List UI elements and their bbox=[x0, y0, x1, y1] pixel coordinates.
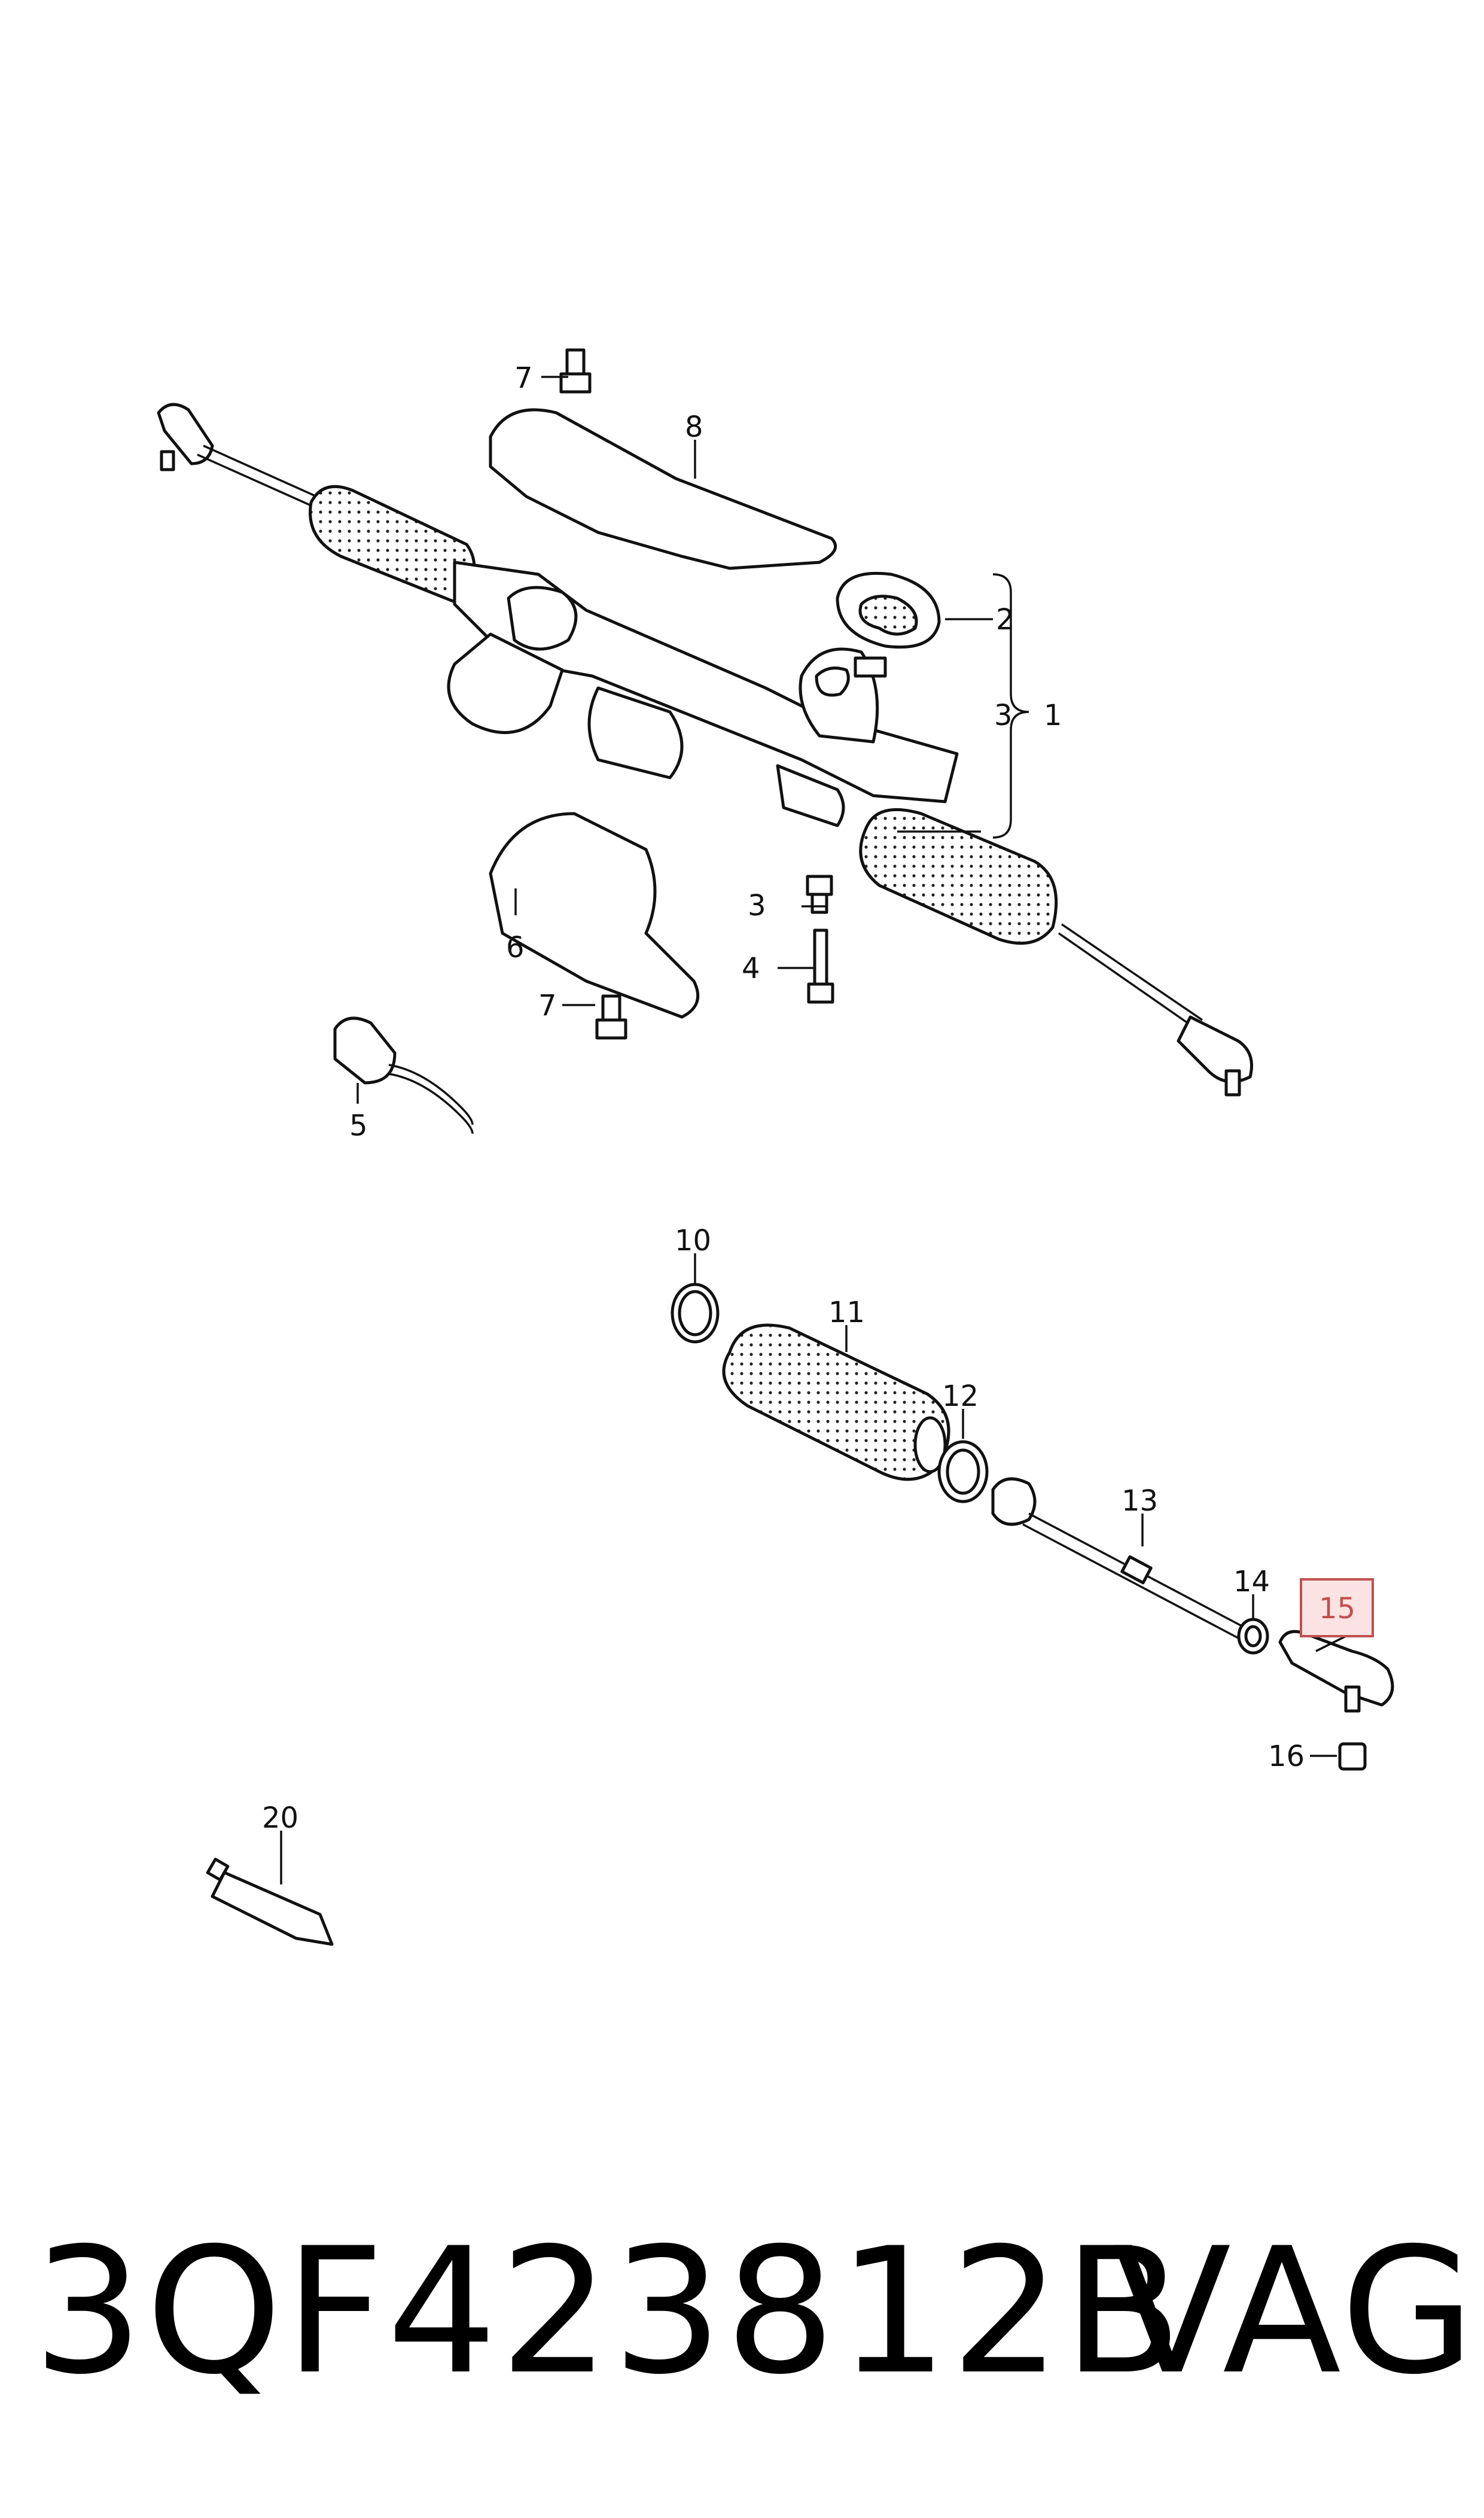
part-5-sensor bbox=[333, 1016, 474, 1134]
callout-1[interactable]: 1 bbox=[1044, 699, 1062, 732]
part-11-boot bbox=[722, 1323, 950, 1481]
callout-8[interactable]: 8 bbox=[685, 410, 703, 444]
callout-labels: 7 8 2 3 1 3 4 6 7 5 10 11 12 13 14 15 16… bbox=[262, 361, 1355, 1835]
callout-5[interactable]: 5 bbox=[349, 1109, 368, 1143]
part-10-clamp bbox=[671, 1283, 720, 1344]
part-20-grease-tube bbox=[206, 1858, 334, 1946]
callout-7-bottom[interactable]: 7 bbox=[538, 989, 557, 1022]
part-16-nut bbox=[1338, 1742, 1367, 1771]
callout-10[interactable]: 10 bbox=[675, 1224, 711, 1258]
callout-6[interactable]: 6 bbox=[506, 931, 525, 964]
callout-14[interactable]: 14 bbox=[1233, 1565, 1270, 1599]
part-12-clamp bbox=[937, 1440, 989, 1503]
right-tie-rod-end bbox=[1058, 923, 1253, 1097]
callout-20[interactable]: 20 bbox=[262, 1801, 298, 1835]
part-number: 3QF423812B bbox=[33, 2211, 1185, 2413]
callout-11[interactable]: 11 bbox=[828, 1296, 865, 1329]
part-7-bolt-top bbox=[559, 348, 592, 394]
left-tie-rod-end bbox=[157, 403, 315, 507]
callout-13[interactable]: 13 bbox=[1122, 1484, 1158, 1518]
part-3-bolt bbox=[806, 875, 833, 914]
part-2-damper bbox=[836, 571, 941, 649]
leader-lines bbox=[280, 376, 1346, 1884]
part-14-nut bbox=[1237, 1618, 1269, 1655]
rack-housing bbox=[447, 561, 959, 827]
part-13-inner-tie-rod bbox=[991, 1477, 1245, 1639]
highlight-box-15 bbox=[1300, 1578, 1374, 1637]
callout-4[interactable]: 4 bbox=[742, 952, 760, 985]
callout-15[interactable]: 15 bbox=[1319, 1592, 1355, 1625]
steering-rack-assembly bbox=[157, 403, 1253, 1097]
brand-name: VAG bbox=[1113, 2211, 1477, 2413]
part-8-heat-shield bbox=[489, 408, 837, 570]
part-15-tie-rod-end bbox=[1278, 1630, 1394, 1713]
left-rack-boot bbox=[309, 485, 476, 606]
part-4-bolt bbox=[807, 928, 834, 1004]
part-7-bolt-bottom bbox=[595, 994, 627, 1040]
part-6-heat-shield bbox=[489, 812, 700, 1019]
callout-7-top[interactable]: 7 bbox=[514, 361, 533, 395]
callout-12[interactable]: 12 bbox=[942, 1380, 979, 1413]
callout-3[interactable]: 3 bbox=[748, 889, 766, 922]
right-rack-boot bbox=[859, 808, 1058, 945]
callout-2[interactable]: 2 bbox=[996, 603, 1014, 637]
callout-3-bracket[interactable]: 3 bbox=[994, 699, 1013, 732]
callout-16[interactable]: 16 bbox=[1268, 1740, 1305, 1773]
